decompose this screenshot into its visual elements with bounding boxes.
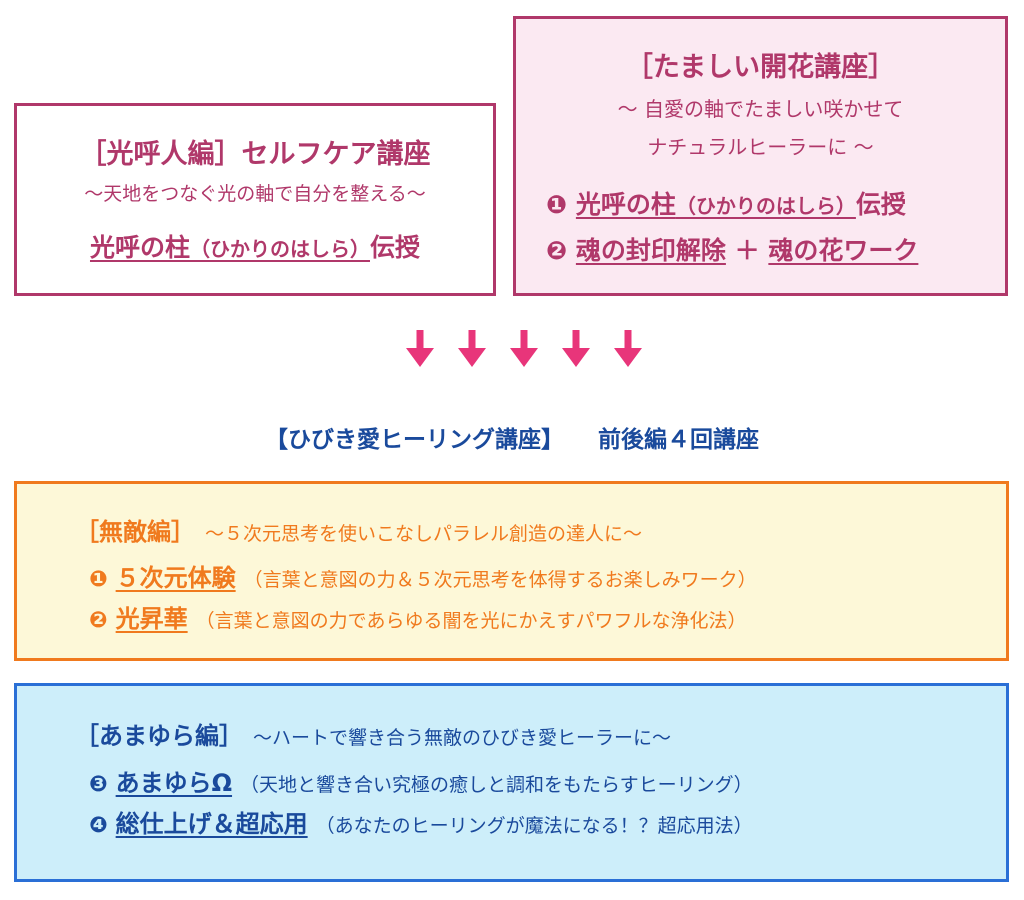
5d-experience-link[interactable]: ５次元体験 xyxy=(115,564,236,592)
item-number: ❸ xyxy=(89,772,108,797)
tamashii-item-2: ❷ 魂の封印解除 ＋ 魂の花ワーク xyxy=(546,231,918,267)
amayura-name: ［あまゆら編］ xyxy=(75,722,243,750)
tamashii-subtitle-2: ナチュラルヒーラーに 〜 xyxy=(647,135,874,159)
down-arrow-icon xyxy=(458,330,486,367)
selfcare-course-box: ［光呼人編］セルフケア講座 〜天地をつなぐ光の軸で自分を整える〜 光呼の柱（ひか… xyxy=(14,103,496,296)
tamashii-subtitle-1: 〜 自愛の軸でたましい咲かせて xyxy=(617,97,904,121)
tamashii-item-1: ❶ 光呼の柱（ひかりのはしら）伝授 xyxy=(546,185,906,221)
down-arrow-icon xyxy=(614,330,642,367)
muteki-name: ［無敵編］ xyxy=(75,518,195,546)
amayura-item-3: ❸ あまゆらΩ （天地と響き合い究極の癒しと調和をもたらすヒーリング） xyxy=(89,763,753,798)
muteki-header: ［無敵編］ 〜５次元思考を使いこなしパラレル創造の達人に〜 xyxy=(75,512,642,547)
muteki-item-2: ❷ 光昇華 （言葉と意図の力であらゆる闇を光にかえすパワフルな浄化法） xyxy=(89,599,746,634)
down-arrows xyxy=(404,330,656,370)
amayura-section-box: ［あまゆら編］ 〜ハートで響き合う無敵のひびき愛ヒーラーに〜 ❸ あまゆらΩ （天地と… xyxy=(14,683,1009,882)
selfcare-title: ［光呼人編］セルフケア講座 xyxy=(79,139,431,170)
muteki-item-1: ❶ ５次元体験 （言葉と意図の力＆５次元思考を体得するお楽しみワーク） xyxy=(89,558,757,593)
muteki-desc: 〜５次元思考を使いこなしパラレル創造の達人に〜 xyxy=(205,523,643,545)
final-advanced-link[interactable]: 総仕上げ＆超応用 xyxy=(115,810,308,838)
hibiki-ai-heading: 【ひびき愛ヒーリング講座】 前後編４回講座 xyxy=(0,420,1024,454)
transmission-suffix: 伝授 xyxy=(855,190,906,219)
item-number: ❷ xyxy=(89,608,108,633)
down-arrow-icon xyxy=(406,330,434,367)
hikari-pillar-name: 光呼の柱 xyxy=(575,190,676,219)
item-desc: （あなたのヒーリングが魔法になる！？超応用法） xyxy=(315,815,753,837)
down-arrow-icon xyxy=(510,330,538,367)
hikari-pillar-reading: （ひかりのはしら） xyxy=(190,237,370,261)
item-number: ❶ xyxy=(546,190,568,219)
down-arrow-icon xyxy=(562,330,590,367)
tamashii-title: ［たましい開花講座］ xyxy=(625,52,896,83)
amayura-header: ［あまゆら編］ 〜ハートで響き合う無敵のひびき愛ヒーラーに〜 xyxy=(75,716,671,751)
hikari-pillar-name: 光呼の柱 xyxy=(89,233,190,262)
amayura-desc: 〜ハートで響き合う無敵のひびき愛ヒーラーに〜 xyxy=(253,727,672,749)
item-desc: （言葉と意図の力＆５次元思考を体得するお楽しみワーク） xyxy=(243,569,757,591)
muteki-section-box: ［無敵編］ 〜５次元思考を使いこなしパラレル創造の達人に〜 ❶ ５次元体験 （言葉と意… xyxy=(14,481,1009,661)
item-number: ❹ xyxy=(89,813,108,838)
hikari-pillar-link[interactable]: 光呼の柱（ひかりのはしら） xyxy=(90,233,370,262)
amayura-item-4: ❹ 総仕上げ＆超応用 （あなたのヒーリングが魔法になる！？超応用法） xyxy=(89,804,753,839)
selfcare-subtitle: 〜天地をつなぐ光の軸で自分を整える〜 xyxy=(84,183,426,205)
amayura-omega-link[interactable]: あまゆらΩ xyxy=(115,769,233,797)
hikari-pillar-reading: （ひかりのはしら） xyxy=(675,194,856,218)
hikari-pillar-link[interactable]: 光呼の柱（ひかりのはしら） xyxy=(576,190,856,219)
transmission-suffix: 伝授 xyxy=(370,233,421,262)
item-number: ❶ xyxy=(89,567,108,592)
item-desc: （天地と響き合い究極の癒しと調和をもたらすヒーリング） xyxy=(240,774,753,796)
hibiki-ai-course-title: 【ひびき愛ヒーリング講座】 xyxy=(265,427,564,453)
selfcare-transmission-line: 光呼の柱（ひかりのはしら）伝授 xyxy=(17,228,493,264)
plus-sign: ＋ xyxy=(734,236,760,265)
item-desc: （言葉と意図の力であらゆる闇を光にかえすパワフルな浄化法） xyxy=(195,610,747,632)
soul-seal-release-link[interactable]: 魂の封印解除 xyxy=(575,236,726,265)
soul-flower-work-link[interactable]: 魂の花ワーク xyxy=(768,236,919,265)
tamashii-course-box: ［たましい開花講座］ 〜 自愛の軸でたましい咲かせて ナチュラルヒーラーに 〜 … xyxy=(513,16,1008,296)
koushouka-link[interactable]: 光昇華 xyxy=(115,605,188,633)
course-format: 前後編４回講座 xyxy=(598,427,759,453)
item-number: ❷ xyxy=(546,236,568,265)
